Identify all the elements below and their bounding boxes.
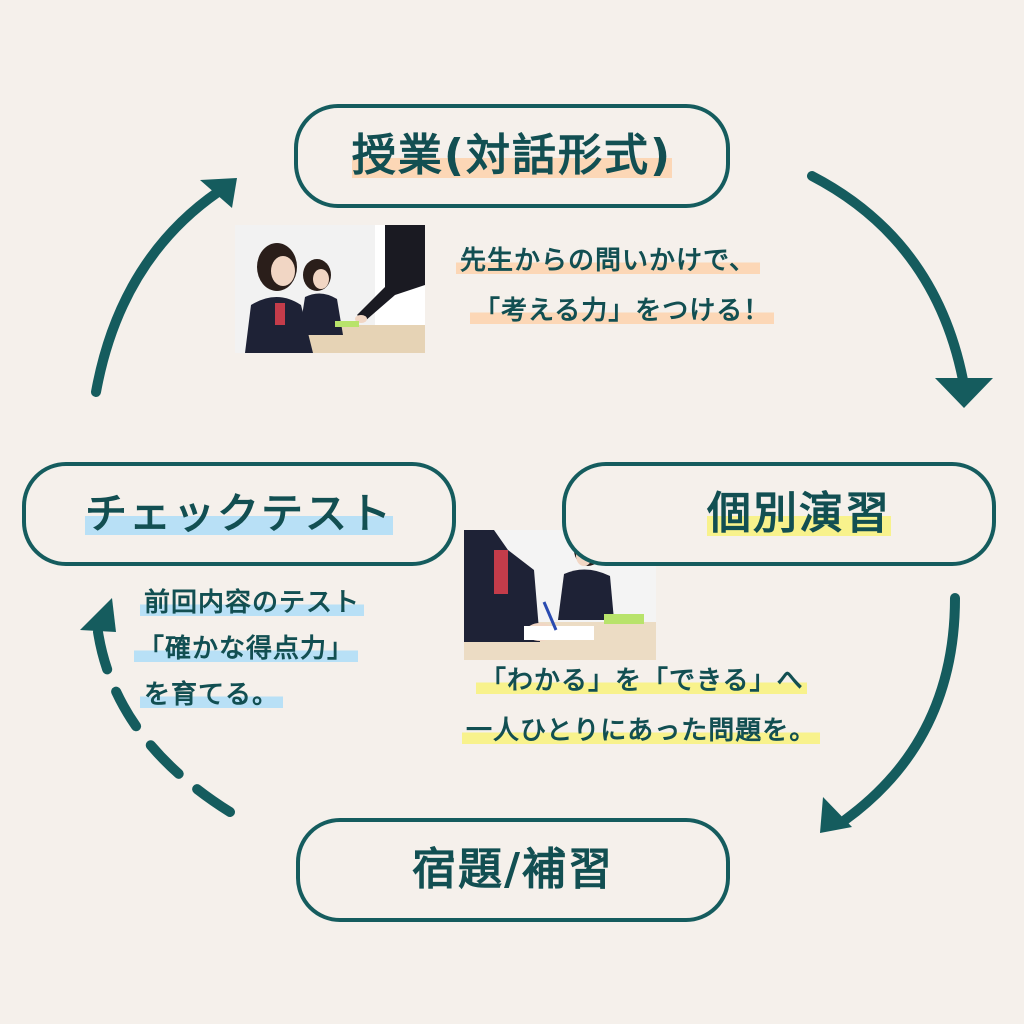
node-homework: 宿題/補習 (296, 818, 730, 922)
desc-check-test-line-3: を育てる。 (140, 682, 284, 708)
node-check-test: チェックテスト (22, 462, 456, 566)
desc-check-test-line-2: 「確かな得点力」 (134, 636, 359, 662)
desc-lesson-line-1: 先生からの問いかけで、 (456, 248, 760, 274)
arrow-practice-to-homework (840, 593, 960, 825)
classroom-photo (235, 225, 425, 353)
desc-check-test: 前回内容のテスト 「確かな得点力」 を育てる。 (134, 590, 434, 740)
node-practice-label: 個別演習 (707, 488, 891, 539)
desc-practice-line-2: 一人ひとりにあった問題を。 (462, 718, 821, 744)
desc-practice: 「わかる」を「できる」へ 一人ひとりにあった問題を。 (462, 668, 912, 768)
arrowhead-down-left (820, 797, 852, 833)
node-check-test-label: チェックテスト (84, 489, 393, 538)
arrowhead-down-right (935, 378, 993, 408)
arrow-check-to-lesson (91, 187, 223, 397)
desc-lesson: 先生からの問いかけで、 「考える力」をつける！ (456, 248, 856, 348)
node-lesson-label: 授業(対話形式) (351, 130, 673, 181)
arrowhead-up-left (80, 598, 116, 632)
node-practice: 個別演習 (562, 462, 996, 566)
arrow-homework-to-check (93, 627, 235, 817)
desc-lesson-line-2: 「考える力」をつける！ (470, 298, 775, 324)
desc-check-test-line-1: 前回内容のテスト (140, 590, 365, 616)
arrowhead-up-right (200, 178, 237, 208)
node-lesson: 授業(対話形式) (294, 104, 730, 208)
node-homework-label: 宿題/補習 (411, 844, 615, 895)
arrow-lesson-to-practice (807, 171, 968, 385)
desc-practice-line-1: 「わかる」を「できる」へ (476, 668, 808, 694)
